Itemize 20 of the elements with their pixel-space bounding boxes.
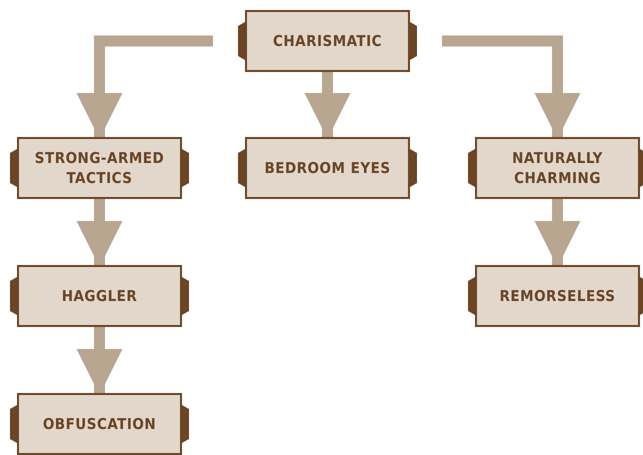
box-label: NATURALLY CHARMING — [511, 148, 604, 188]
arrow — [442, 36, 580, 139]
box-label: REMORSELESS — [500, 286, 616, 306]
arrow — [76, 36, 213, 139]
box-label: OBFUSCATION — [42, 414, 156, 434]
label-box — [238, 10, 417, 72]
label-box — [468, 137, 643, 199]
label-box — [238, 137, 417, 199]
label-box — [10, 393, 189, 455]
label-box — [10, 265, 189, 327]
box-label: CHARISMATIC — [272, 31, 382, 51]
arrow — [76, 327, 122, 395]
arrow — [76, 199, 122, 267]
box-label: STRONG-ARMED TACTICS — [34, 148, 166, 188]
box-label: BEDROOM EYES — [264, 158, 391, 178]
arrow — [304, 72, 350, 139]
box-label: HAGGLER — [62, 286, 138, 306]
label-box — [468, 265, 643, 327]
label-box — [10, 137, 189, 199]
arrow — [534, 199, 580, 267]
